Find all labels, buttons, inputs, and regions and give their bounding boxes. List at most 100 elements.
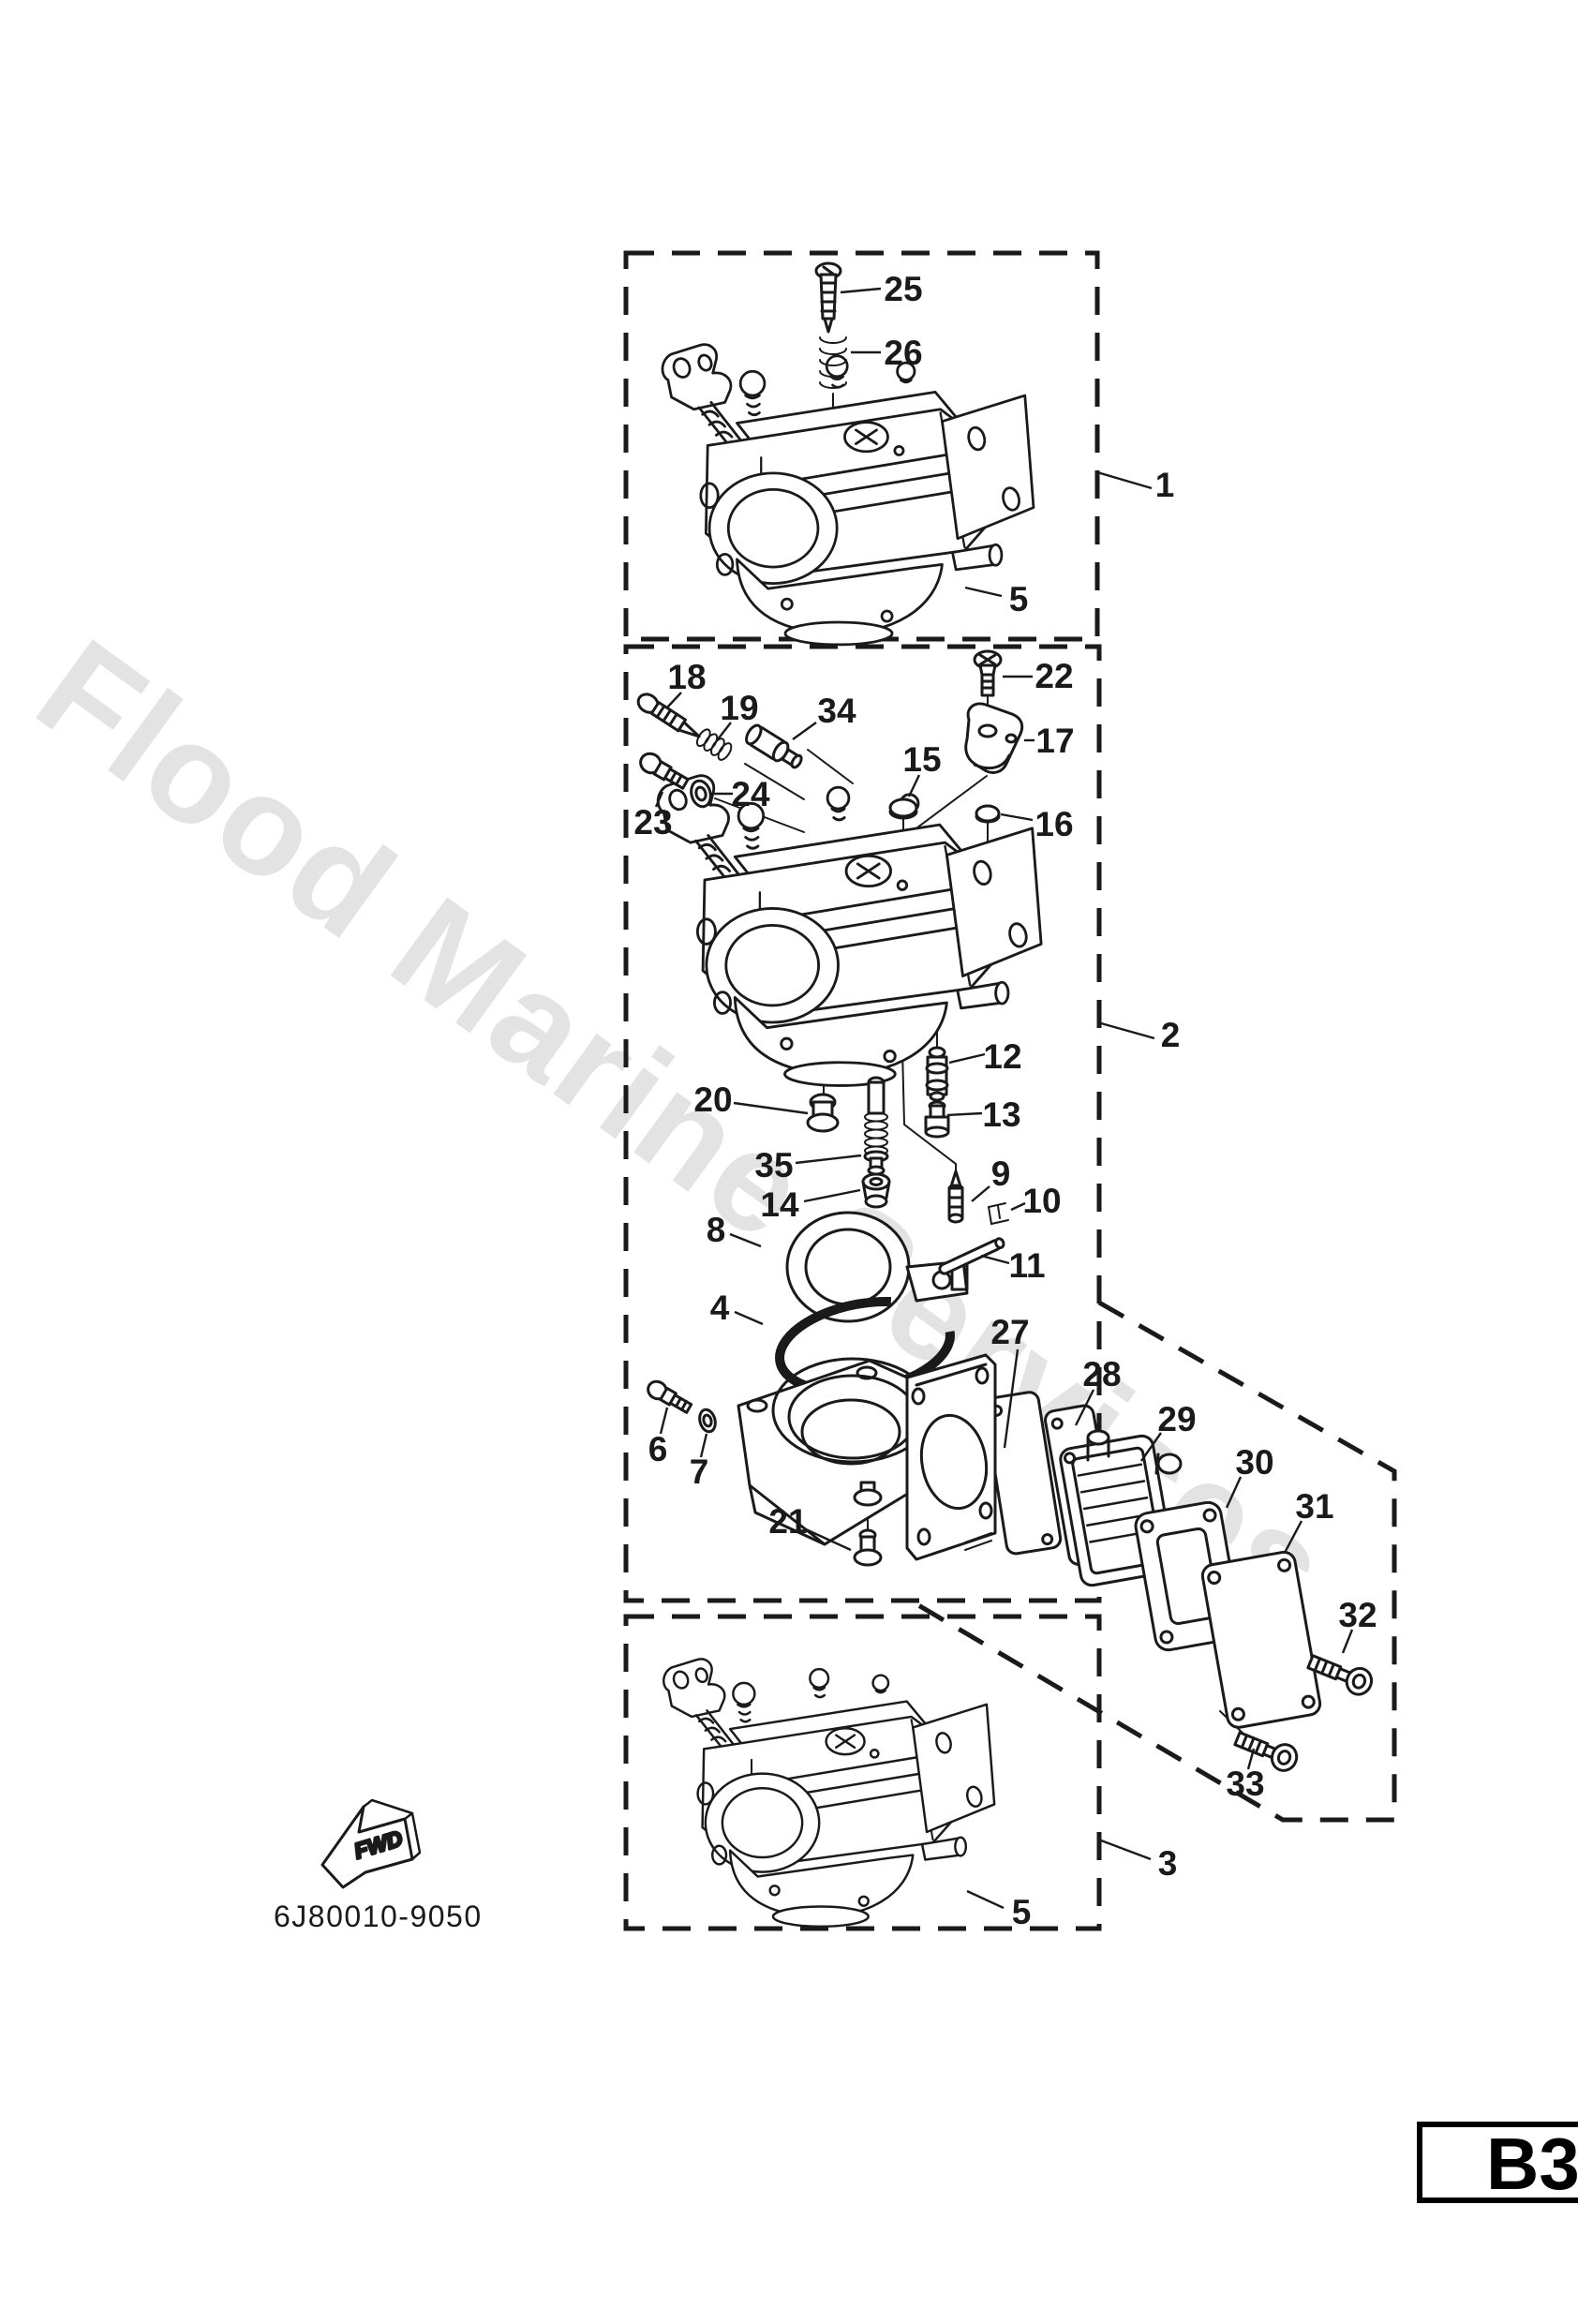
callout-leader-1	[1096, 470, 1153, 490]
part-19-spring	[695, 728, 733, 761]
callout-leader-32	[1341, 1629, 1354, 1654]
carburetor-assembly-1	[661, 343, 1035, 647]
part-25-screw	[814, 261, 842, 334]
callout-number-23: 23	[633, 803, 672, 842]
callout-number-24: 24	[731, 775, 770, 813]
callout-leader-7	[699, 1433, 708, 1458]
callout-leader-8	[729, 1232, 762, 1248]
page-ref-block: B3	[1417, 2122, 1578, 2205]
callout-leader-12	[948, 1052, 986, 1065]
callout-number-21: 21	[768, 1502, 807, 1541]
callout-number-17: 17	[1035, 722, 1074, 760]
part-18-pilot-screw	[636, 693, 701, 738]
callout-number-22: 22	[1035, 657, 1073, 695]
callout-leader-2	[1100, 1021, 1155, 1040]
part-10-clip	[987, 1202, 1009, 1226]
callout-number-14: 14	[760, 1185, 799, 1224]
callout-number-30: 30	[1235, 1443, 1273, 1482]
callout-number-4: 4	[710, 1289, 730, 1327]
part-17-bracket	[964, 702, 1024, 774]
part-7-washer	[698, 1408, 717, 1434]
callout-number-32: 32	[1338, 1596, 1377, 1634]
group-box-pump-stack	[912, 1300, 1397, 1823]
part-15-plug	[888, 797, 918, 820]
callout-number-16: 16	[1035, 805, 1073, 843]
callout-number-6: 6	[648, 1430, 668, 1468]
callout-number-28: 28	[1082, 1355, 1121, 1393]
callout-number-3: 3	[1158, 1844, 1178, 1883]
callout-number-29: 29	[1157, 1400, 1196, 1438]
part-26-spring	[819, 336, 847, 389]
callout-number-34: 34	[817, 692, 856, 730]
callout-number-2: 2	[1161, 1016, 1181, 1054]
callout-leader-16	[1000, 812, 1034, 822]
part-34-plug	[745, 723, 803, 769]
callout-leader-34	[792, 722, 817, 740]
callout-leader-13	[946, 1111, 983, 1117]
fwd-arrow: FWD	[320, 1798, 422, 1889]
callout-number-18: 18	[667, 658, 706, 696]
callout-number-26: 26	[884, 334, 922, 372]
callout-leader-27	[1003, 1348, 1020, 1449]
part-14-grommet	[861, 1172, 891, 1209]
callout-number-7: 7	[690, 1452, 709, 1491]
callout-leader-10	[1010, 1201, 1026, 1212]
part-20-plug	[806, 1093, 840, 1133]
part-22-screw	[973, 649, 1003, 697]
part-35-needle-jet	[863, 1076, 889, 1176]
callout-leader-9	[971, 1185, 990, 1202]
part-21-bolt	[853, 1528, 883, 1567]
callout-number-12: 12	[983, 1037, 1021, 1076]
callout-number-5: 5	[1009, 580, 1029, 618]
callout-number-1: 1	[1155, 466, 1175, 504]
part-9-needle-valve	[947, 1169, 964, 1224]
callout-number-25: 25	[884, 270, 922, 308]
throttle-body	[737, 1353, 997, 1561]
callout-number-11: 11	[1008, 1246, 1045, 1285]
callout-number-8: 8	[707, 1211, 726, 1249]
callout-leader-29	[1140, 1432, 1162, 1462]
part-24-washer	[690, 779, 712, 809]
callout-leader-15	[907, 774, 921, 797]
callout-number-13: 13	[982, 1095, 1020, 1134]
part-16-plug	[975, 804, 1001, 824]
part-33-bolt	[1233, 1731, 1299, 1772]
group-box-2	[623, 644, 1102, 1603]
part-23-screw	[639, 752, 690, 790]
part-31-plate	[1200, 1550, 1322, 1729]
callout-number-19: 19	[720, 689, 758, 727]
callout-leader-18	[666, 692, 682, 708]
callout-leader-4	[734, 1310, 764, 1326]
callout-leader-5	[964, 586, 1003, 598]
callout-leader-11	[980, 1254, 1010, 1265]
part-11-pin	[938, 1237, 1005, 1275]
callout-leader-6	[659, 1407, 669, 1435]
callout-leader-21	[805, 1527, 852, 1552]
carburetor-assembly-3	[662, 1658, 996, 1929]
group-box-1	[623, 250, 1100, 642]
group-box-3	[623, 1614, 1102, 1931]
callout-leader-28	[1074, 1389, 1095, 1426]
part-8-float	[785, 1211, 969, 1323]
callout-number-15: 15	[902, 740, 941, 779]
callout-number-5: 5	[1012, 1893, 1032, 1931]
part-27-gasket	[983, 1391, 1063, 1556]
callout-leader-33	[1246, 1748, 1256, 1770]
callout-leader-19	[717, 722, 732, 740]
part-12-jet	[925, 1046, 949, 1102]
callout-number-35: 35	[754, 1146, 793, 1184]
callout-leader-35	[795, 1154, 862, 1165]
drawing-code: 6J80010-9050	[274, 1899, 483, 1933]
part-6-screw	[647, 1379, 693, 1414]
callout-leader-30	[1225, 1476, 1243, 1509]
callout-leader-20	[733, 1101, 809, 1115]
callout-number-27: 27	[990, 1313, 1029, 1351]
part-13-jet	[924, 1100, 950, 1139]
page-ref-label: B3	[1486, 2123, 1578, 2205]
callout-leader-23	[654, 791, 664, 808]
callout-number-10: 10	[1022, 1182, 1061, 1220]
callout-leader-5	[966, 1889, 1005, 1910]
callout-number-9: 9	[991, 1155, 1011, 1193]
